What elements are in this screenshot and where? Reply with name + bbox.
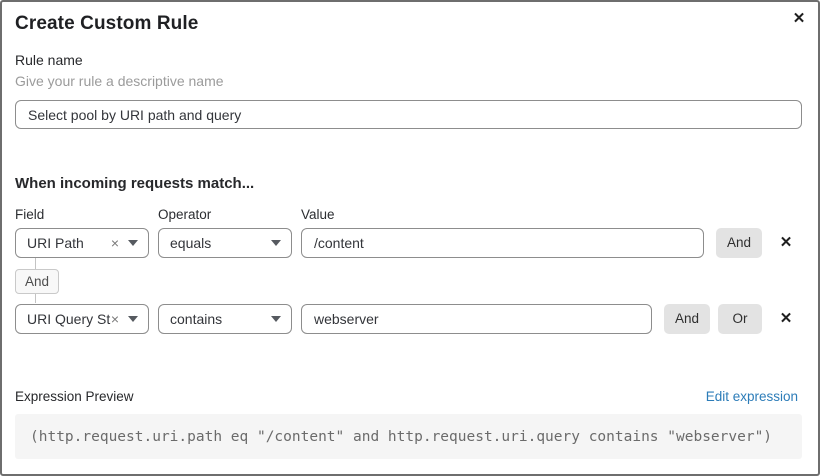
operator-select-2-value: contains xyxy=(170,310,223,327)
connector-and-badge: And xyxy=(15,269,60,294)
operator-select-1-value: equals xyxy=(170,234,212,251)
field-select-2-value: URI Query St... xyxy=(27,310,111,327)
rule-name-hint: Give your rule a descriptive name xyxy=(15,73,224,89)
and-button-row2[interactable]: And xyxy=(664,303,711,334)
field-select-2[interactable]: URI Query St... × xyxy=(15,303,149,334)
field-column-label: Field xyxy=(15,207,45,222)
row-connector: And xyxy=(15,258,798,303)
chevron-down-icon xyxy=(128,315,138,322)
expression-code-block: (http.request.uri.path eq "/content" and… xyxy=(15,414,802,459)
expression-preview-header: Expression Preview Edit expression xyxy=(15,389,798,405)
chevron-down-icon xyxy=(128,239,138,246)
clear-icon[interactable]: × xyxy=(110,234,119,251)
condition-row-1: URI Path × equals And ✕ xyxy=(15,227,798,258)
page-title: Create Custom Rule xyxy=(15,13,199,34)
operator-select-2[interactable]: contains xyxy=(158,303,292,334)
condition-row-2: URI Query St... × contains And Or ✕ xyxy=(15,303,798,334)
operator-select-1[interactable]: equals xyxy=(158,227,292,258)
rule-name-label: Rule name xyxy=(15,52,83,68)
operator-column-label: Operator xyxy=(158,207,212,222)
field-select-1[interactable]: URI Path × xyxy=(15,227,149,258)
value-input-1[interactable] xyxy=(301,227,704,258)
clear-icon[interactable]: × xyxy=(110,310,119,327)
rule-name-input[interactable] xyxy=(15,100,802,129)
chevron-down-icon xyxy=(271,315,281,322)
remove-row2-icon[interactable]: ✕ xyxy=(774,307,798,331)
connector-line xyxy=(35,294,36,303)
connector-line xyxy=(35,258,36,269)
expression-preview-label: Expression Preview xyxy=(15,389,134,404)
expression-code: (http.request.uri.path eq "/content" and… xyxy=(30,428,773,445)
edit-expression-link[interactable]: Edit expression xyxy=(705,389,798,404)
column-labels: Field Operator Value xyxy=(15,207,798,222)
chevron-down-icon xyxy=(271,239,281,246)
remove-row1-icon[interactable]: ✕ xyxy=(774,231,798,255)
value-column-label: Value xyxy=(301,207,335,222)
match-section-heading: When incoming requests match... xyxy=(15,175,255,192)
value-input-2[interactable] xyxy=(301,303,652,334)
or-button-row2[interactable]: Or xyxy=(718,303,763,334)
and-button-row1[interactable]: And xyxy=(716,227,763,258)
close-icon[interactable]: ✕ xyxy=(788,8,810,30)
field-select-1-value: URI Path xyxy=(27,234,84,251)
